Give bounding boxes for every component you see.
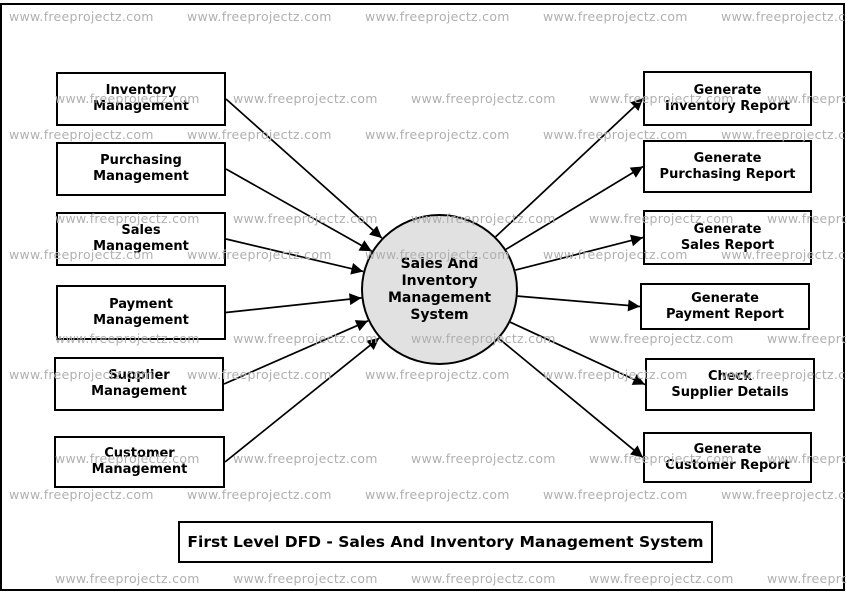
node-label-line: Generate — [693, 221, 762, 237]
node-label-line: Management — [93, 99, 189, 114]
node-label-line: Payment — [109, 296, 173, 312]
node-label-line: Management — [93, 169, 189, 184]
diagram-outer-border — [0, 3, 845, 591]
data-flow-arrow — [225, 238, 364, 275]
data-flow-arrow — [517, 295, 641, 312]
data-flow-arrow — [224, 337, 380, 463]
data-flow-arrow — [225, 168, 373, 253]
data-flow-arrow — [225, 98, 383, 239]
output-generate-inventory-report: Generate Inventory Report — [643, 71, 812, 126]
node-label-line: Customer — [104, 446, 175, 461]
data-flow-arrow — [515, 234, 644, 271]
node-label-line: Purchasing Report — [659, 166, 796, 182]
external-entity-customer-management: Customer Management — [54, 436, 225, 488]
output-generate-sales-report: Generate Sales Report — [643, 210, 812, 265]
node-label-line: Inventory — [105, 83, 177, 98]
diagram-title-box: First Level DFD - Sales And Inventory Ma… — [178, 521, 713, 563]
node-label-line: Sales — [121, 223, 161, 238]
node-label-line: Generate — [693, 441, 762, 457]
node-label-line: Generate — [693, 82, 762, 98]
process-label-line: System — [410, 306, 469, 323]
external-entity-sales-management: Sales Management — [56, 212, 226, 266]
data-flow-arrow — [505, 165, 644, 251]
node-label-line: Generate — [693, 150, 762, 166]
node-label-line: Check — [708, 368, 752, 384]
data-flow-arrow — [223, 320, 369, 385]
process-sales-and-inventory-management-system: Sales And Inventory Management System — [361, 214, 518, 365]
external-entity-supplier-management: Supplier Management — [54, 357, 224, 411]
node-label-line: Inventory Report — [665, 98, 790, 114]
data-flow-arrow — [498, 338, 644, 459]
diagram-title: First Level DFD - Sales And Inventory Ma… — [187, 533, 704, 551]
output-generate-payment-report: Generate Payment Report — [640, 283, 810, 330]
external-entity-inventory-management: Inventory Management — [56, 72, 226, 126]
node-label-line: Sales Report — [680, 237, 775, 253]
node-label-line: Supplier Details — [671, 384, 789, 400]
process-label-line: Sales And — [400, 255, 479, 272]
process-label-line: Management — [387, 289, 492, 306]
node-label-line: Supplier — [108, 368, 170, 383]
process-label-line: Inventory — [401, 272, 478, 289]
node-label-line: Payment Report — [665, 306, 785, 322]
node-label-line: Management — [93, 312, 189, 328]
output-generate-customer-report: Generate Customer Report — [643, 432, 812, 483]
output-generate-purchasing-report: Generate Purchasing Report — [643, 140, 812, 193]
node-label-line: Customer Report — [665, 457, 790, 473]
node-label-line: Management — [91, 462, 188, 477]
output-check-supplier-details: Check Supplier Details — [645, 358, 815, 411]
data-flow-arrow — [225, 293, 362, 314]
node-label-line: Management — [91, 384, 187, 399]
data-flow-arrow — [495, 97, 644, 238]
node-label-line: Purchasing — [100, 153, 182, 168]
external-entity-payment-management: Payment Management — [56, 285, 226, 340]
data-flow-arrow — [509, 321, 646, 386]
external-entity-purchasing-management: Purchasing Management — [56, 142, 226, 196]
node-label-line: Generate — [691, 290, 759, 306]
node-label-line: Management — [93, 239, 189, 254]
